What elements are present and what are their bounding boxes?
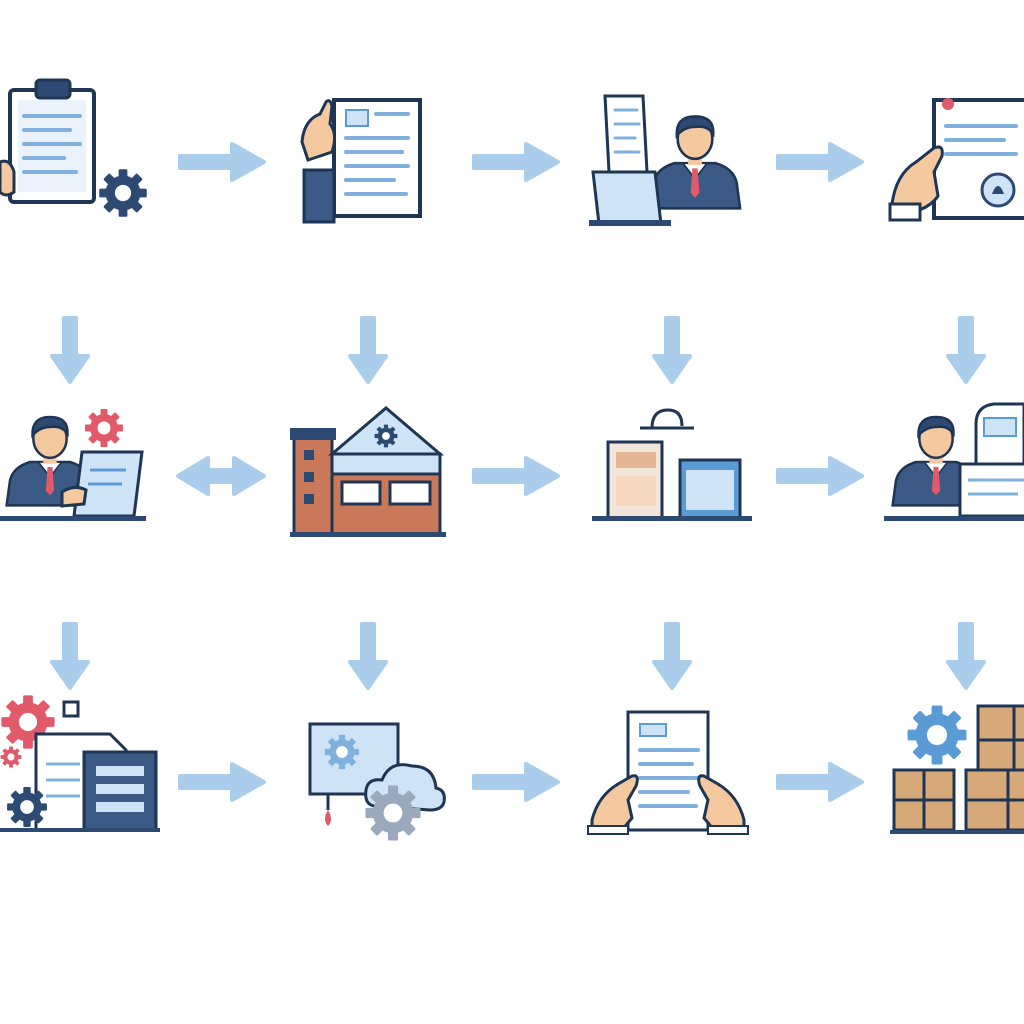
businessman-tablet-icon: [0, 384, 160, 544]
arrow-s10-s11: [468, 760, 562, 804]
arrow-s8-s12: [946, 620, 986, 692]
arrow-s1-s5: [50, 314, 90, 386]
arrow-s3-s7: [652, 314, 692, 386]
storage-screens-icon: [590, 396, 752, 556]
hands-document-icon: [587, 700, 749, 860]
arrow-s7-s8: [772, 454, 866, 498]
gears-files-icon: [0, 690, 160, 850]
clipboard-gear-icon: [0, 72, 160, 232]
screen-cloud-gear-icon: [300, 698, 460, 858]
arrow-s9-s10: [174, 760, 268, 804]
arrow-s5-s6: [174, 454, 268, 498]
arrow-s2-s6: [348, 314, 388, 386]
arrow-s2-s3: [468, 140, 562, 184]
arrow-s11-s12: [772, 760, 866, 804]
arrow-s6-s10: [348, 620, 388, 692]
businessman-laptop-icon: [585, 80, 745, 240]
factory-icon: [290, 396, 450, 556]
arrow-s1-s2: [174, 140, 268, 184]
hand-document-icon: [290, 80, 450, 240]
arrow-s4-s8: [946, 314, 986, 386]
arrow-s5-s9: [50, 620, 90, 692]
gear-boxes-icon: [890, 700, 1024, 860]
arrow-s3-s4: [772, 140, 866, 184]
arrow-s6-s7: [468, 454, 562, 498]
hand-certificate-icon: [886, 86, 1024, 246]
businessman-printer-icon: [880, 384, 1024, 544]
arrow-s7-s11: [652, 620, 692, 692]
